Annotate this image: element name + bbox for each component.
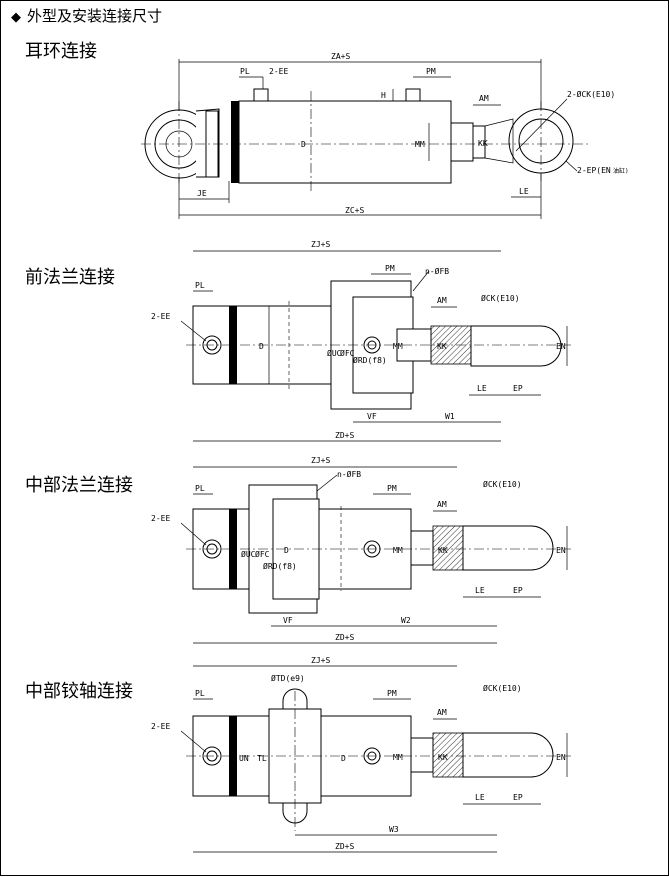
dim-label: LE [475,793,485,802]
dim-label: MM [415,140,425,149]
dim-label: EN [556,546,566,555]
dim-label: ZD+S [335,633,354,642]
dim-label: VF [283,616,293,625]
dim-label: H [381,91,386,100]
dim-label: ØRD(f8) [353,355,387,365]
diamond-bullet-icon: ◆ [11,10,21,25]
dim-label: ZA+S [331,52,350,61]
dim-label: ØRD(f8) [263,561,297,571]
dim-label: W2 [401,616,411,625]
dim-label: PL [195,281,205,290]
section-title-trunnion: 中部铰轴连接 [25,681,133,702]
dim-label: LE [477,384,487,393]
dim-label: PL [195,484,205,493]
page-header: ◆ 外型及安装连接尺寸 [11,5,162,26]
dim-label: PM [387,484,397,493]
dim-label: W3 [389,825,399,834]
dim-label: n-ØFB [425,266,449,276]
dim-label: PM [385,264,395,273]
dim-label: n-ØFB [337,469,361,479]
dim-label: 2-EE [151,722,170,731]
dim-label: ØFC [255,549,270,559]
dim-label: 2-EE [151,514,170,523]
dim-label: EP [513,793,523,802]
dim-label: MM [393,753,403,762]
dim-label: 2-EE [269,67,288,76]
dim-label: ZJ+S [311,656,330,665]
dim-label: ØCK(E10) [481,293,520,303]
dim-label: ZD+S [335,842,354,851]
drawing-trunnion: ZJ+S ØTD(e9) PL PM 2-EE AM ØCK(E10) UN T… [151,656,571,853]
dim-label: ØUC [241,549,256,559]
dim-label: 2-EE [151,312,170,321]
dim-label: ØUC [327,348,342,358]
dim-label: AM [437,708,447,717]
dim-label: MM [393,342,403,351]
dim-label: EP [513,384,523,393]
page-title: 外型及安装连接尺寸 [27,7,163,25]
section-title-clevis: 耳环连接 [25,41,97,62]
drawing-clevis: ZA+S PL 2-EE PM H AM 2-ØCK(E10) 2-EP(EN … [141,52,629,219]
dim-label: W1 [445,412,455,421]
dim-label: ØTD(e9) [271,673,305,683]
dim-label: D [301,140,306,149]
dim-label: KK [438,546,448,555]
dim-label: D [259,342,264,351]
dim-label: D [341,754,346,763]
dim-label: 2-ØCK(E10) [567,89,615,99]
dim-label: UN [239,754,249,763]
dim-label: KK [437,342,447,351]
section-title-front-flange: 前法兰连接 [25,267,115,288]
dim-label: 油缸) [613,167,629,175]
dim-label: MM [393,546,403,555]
dim-label: 2-EP(EN [577,166,611,175]
dim-label: KK [478,139,488,148]
dim-label: AM [437,296,447,305]
dim-label: ØFC [340,348,355,358]
dim-label: EN [556,342,566,351]
drawing-front-flange: ZJ+S PL PM n-ØFB 2-EE AM ØCK(E10) D ØUC … [151,240,571,442]
dim-label: TL [257,754,267,763]
dim-label: KK [438,753,448,762]
dim-label: ØCK(E10) [483,683,522,693]
dim-label: PL [195,689,205,698]
dim-label: JE [197,189,207,198]
dim-label: PL [240,67,250,76]
dim-label: PM [387,689,397,698]
drawing-middle-flange: ZJ+S n-ØFB PL PM 2-EE AM ØCK(E10) ØUC ØF… [151,456,571,644]
dim-label: ZC+S [345,206,364,215]
dim-label: AM [437,500,447,509]
section-title-middle-flange: 中部法兰连接 [25,475,133,496]
dim-label: EP [513,586,523,595]
dim-label: ØCK(E10) [483,479,522,489]
dim-label: D [284,546,289,555]
dim-label: LE [475,586,485,595]
dim-label: ZJ+S [311,240,330,249]
dim-label: ZD+S [335,431,354,440]
dim-label: LE [519,187,529,196]
dim-label: ZJ+S [311,456,330,465]
dim-label: EN [556,753,566,762]
dim-label: AM [479,94,489,103]
dim-label: VF [367,412,377,421]
dim-label: PM [426,67,436,76]
